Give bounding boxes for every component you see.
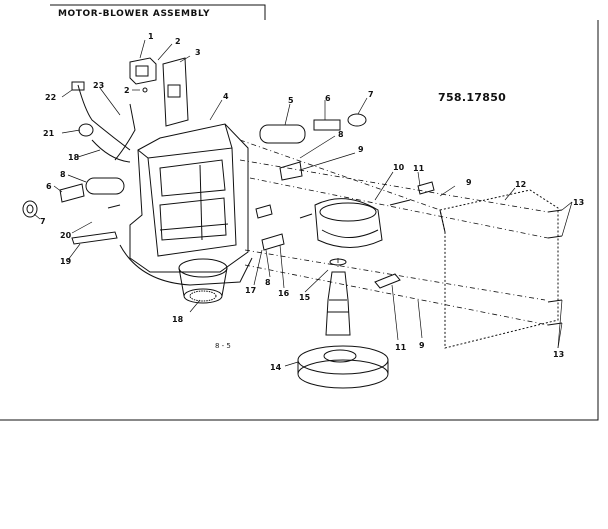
callout-11: 11 [413,164,425,173]
motor-field-coil [299,198,411,248]
callout-9c: 9 [419,341,425,350]
brush-brackets [255,161,435,289]
armature-and-fan [297,258,389,389]
filter-strips [71,204,121,245]
callout-6: 6 [325,94,331,103]
callout-5: 5 [288,96,294,105]
callout-18b: 18 [172,315,184,324]
callout-23: 23 [93,81,104,90]
callout-6b: 6 [46,182,52,191]
callout-16: 16 [278,289,290,298]
callout-9: 9 [358,145,364,154]
motor-cover-panel [439,189,559,349]
callout-1: 1 [148,32,154,41]
switch-and-bracket [129,57,189,127]
callout-8c: 8 [265,278,271,287]
callout-20: 20 [60,231,72,240]
diagram-title: MOTOR-BLOWER ASSEMBLY [58,9,211,19]
callout-labels: 1 2 3 2 4 5 6 7 8 9 10 11 9 12 13 22 23 … [40,32,584,372]
callout-10: 10 [393,163,405,172]
callout-3: 3 [195,48,201,57]
callout-2: 2 [175,37,181,46]
callout-11b: 11 [395,343,407,352]
mounting-screws [547,209,563,326]
front-brush-parts [22,177,125,218]
callout-12: 12 [515,180,526,189]
title-frame [0,4,599,421]
callout-8: 8 [338,130,344,139]
callout-13b: 13 [553,350,564,359]
assembly-lines [239,139,549,326]
callout-14: 14 [270,363,282,372]
callout-7: 7 [368,90,374,99]
callout-22: 22 [45,93,56,102]
callout-2b: 2 [124,86,130,95]
page-reference: 8 - 5 [215,342,231,350]
motor-rod-assembly [259,113,367,144]
callout-19: 19 [60,257,72,266]
blower-inlet [178,258,228,304]
callout-8b: 8 [60,170,66,179]
callout-4: 4 [223,92,229,101]
blower-housing [119,123,253,286]
callout-7b: 7 [40,217,46,226]
callout-13: 13 [573,198,584,207]
model-number: 758.17850 [438,91,507,104]
callout-15: 15 [299,293,311,302]
callout-18: 18 [68,153,80,162]
callout-21: 21 [43,129,55,138]
leader-lines [33,39,573,367]
callout-9b: 9 [466,178,472,187]
callout-17: 17 [245,286,256,295]
